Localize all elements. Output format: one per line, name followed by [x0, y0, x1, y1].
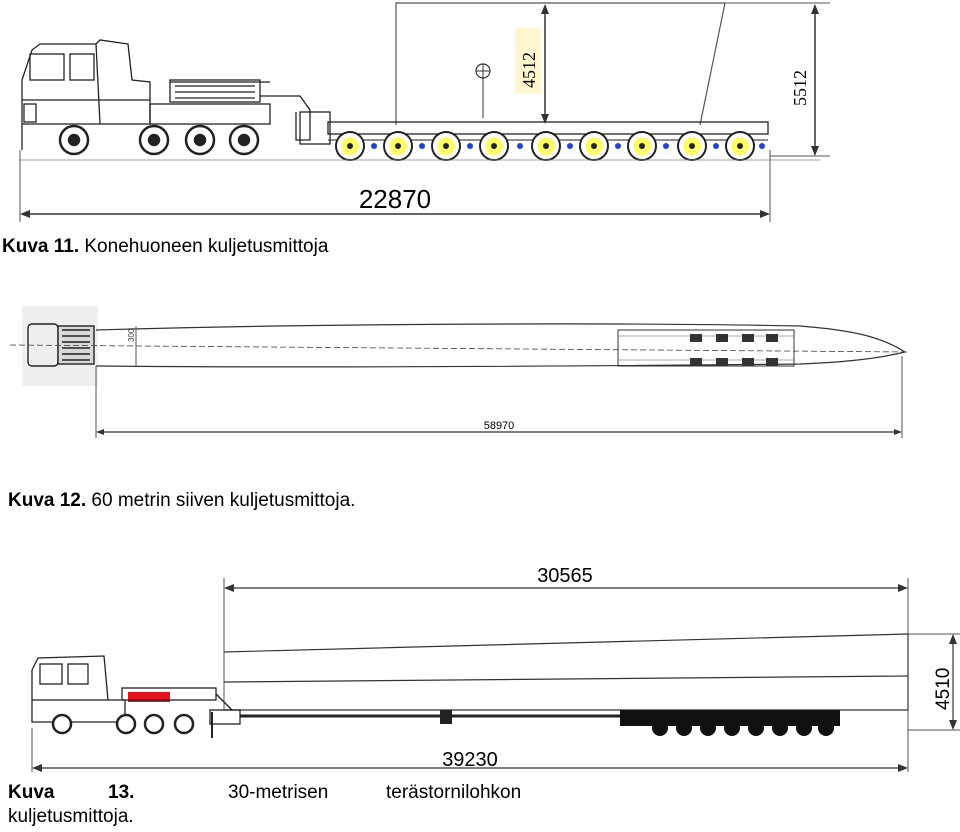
- truck-wheels: [58, 124, 260, 156]
- truck-cab: [31, 655, 126, 723]
- truck-wheels: [51, 713, 195, 735]
- dim-300: 300: [127, 328, 136, 342]
- tractor-top-view: [27, 323, 95, 367]
- trailer-wheels: [652, 720, 834, 736]
- caption-figure-13-line-2: kuljetusmittoja.: [8, 806, 134, 827]
- caption-word-2: terästornilohkon: [386, 782, 522, 803]
- dim-58970: 58970: [484, 420, 515, 432]
- caption-label: Kuva: [8, 782, 55, 803]
- red-fifth-wheel: [128, 692, 170, 702]
- caption-figure-11: Kuva 11. Konehuoneen kuljetusmittoja: [2, 236, 328, 258]
- caption-figure-12: Kuva 12. 60 metrin siiven kuljetusmittoj…: [8, 490, 355, 512]
- gooseneck: [169, 79, 331, 145]
- caption-number: 13.: [108, 782, 135, 803]
- dim-30565: 30565: [537, 565, 593, 587]
- dim-22870: 22870: [359, 184, 431, 214]
- caption-text: Konehuoneen kuljetusmittoja: [79, 236, 329, 257]
- caption-figure-13: Kuva 13. 30-metrisen terästornilohkon: [8, 782, 948, 804]
- dim-4510: 4510: [933, 668, 954, 710]
- caption-text: 60 metrin siiven kuljetusmittoja.: [86, 490, 356, 511]
- trailer-wheels: [335, 131, 755, 161]
- caption-label: Kuva 11.: [2, 236, 80, 257]
- dim-39230: 39230: [442, 749, 498, 771]
- load-outline: [395, 2, 726, 126]
- figure-11-drawing: 4512 5512: [19, 2, 830, 222]
- caption-word-1: 30-metrisen: [228, 782, 329, 803]
- tower-section: [223, 633, 909, 711]
- truck-cab: [21, 39, 271, 150]
- trailer-axles-top: [690, 334, 778, 366]
- dim-4512: 4512: [519, 52, 539, 88]
- dim-5512: 5512: [790, 70, 810, 106]
- figure-12-drawing: 300 58970: [9, 306, 911, 438]
- caption-label: Kuva 12.: [8, 490, 87, 511]
- figure-13-drawing: 30565 4510 39230: [31, 565, 960, 772]
- blade-outline: [95, 323, 907, 368]
